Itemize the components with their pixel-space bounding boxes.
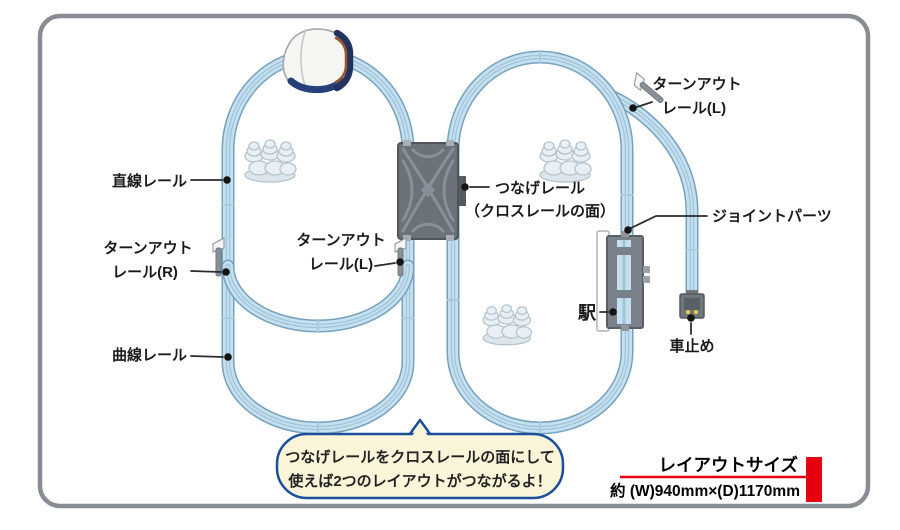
label-turnout-rail-l-center-line2: レール(L) (309, 256, 373, 273)
layout-size-red-tab (806, 457, 822, 502)
station-piece (596, 230, 650, 332)
callout-line1: つなげレールをクロスレールの面にして (285, 449, 555, 466)
label-turnout-rail-r-line1: ターンアウト (103, 240, 192, 257)
label-turnout-rail-l-center-line1: ターンアウト (296, 232, 385, 249)
label-curve-rail: 曲線レール (112, 346, 187, 364)
label-connect-rail-line2: （クロスレールの面） (465, 202, 615, 220)
label-straight-rail: 直線レール (112, 172, 187, 190)
rail-joints (222, 50, 698, 435)
layout-size-block: レイアウトサイズ 約 (W)940mm×(D)1170mm (610, 455, 822, 502)
label-buffer-stop: 車止め (669, 337, 714, 355)
leader-lines (190, 101, 708, 361)
callout-bubble: つなげレールをクロスレールの面にして 使えば2つのレイアウトがつながるよ！ (275, 418, 565, 500)
label-station: 駅 (577, 303, 597, 323)
cross-rail-piece (397, 140, 466, 241)
label-connect-rail-line1: つなげレール (495, 180, 585, 197)
label-turnout-rail-r-line2: レール(R) (112, 264, 178, 281)
layout-size-value: 約 (W)940mm×(D)1170mm (610, 481, 800, 500)
layout-size-title: レイアウトサイズ (659, 455, 799, 475)
label-turnout-rail-l-top-line2: レール(L) (662, 100, 726, 117)
toy-train (282, 28, 354, 94)
callout-line2: 使えば2つのレイアウトがつながるよ！ (287, 472, 551, 490)
label-joint-parts: ジョイントパーツ (712, 208, 832, 225)
buffer-stop-piece (679, 290, 705, 319)
label-turnout-rail-l-top-line1: ターンアウト (652, 76, 741, 93)
